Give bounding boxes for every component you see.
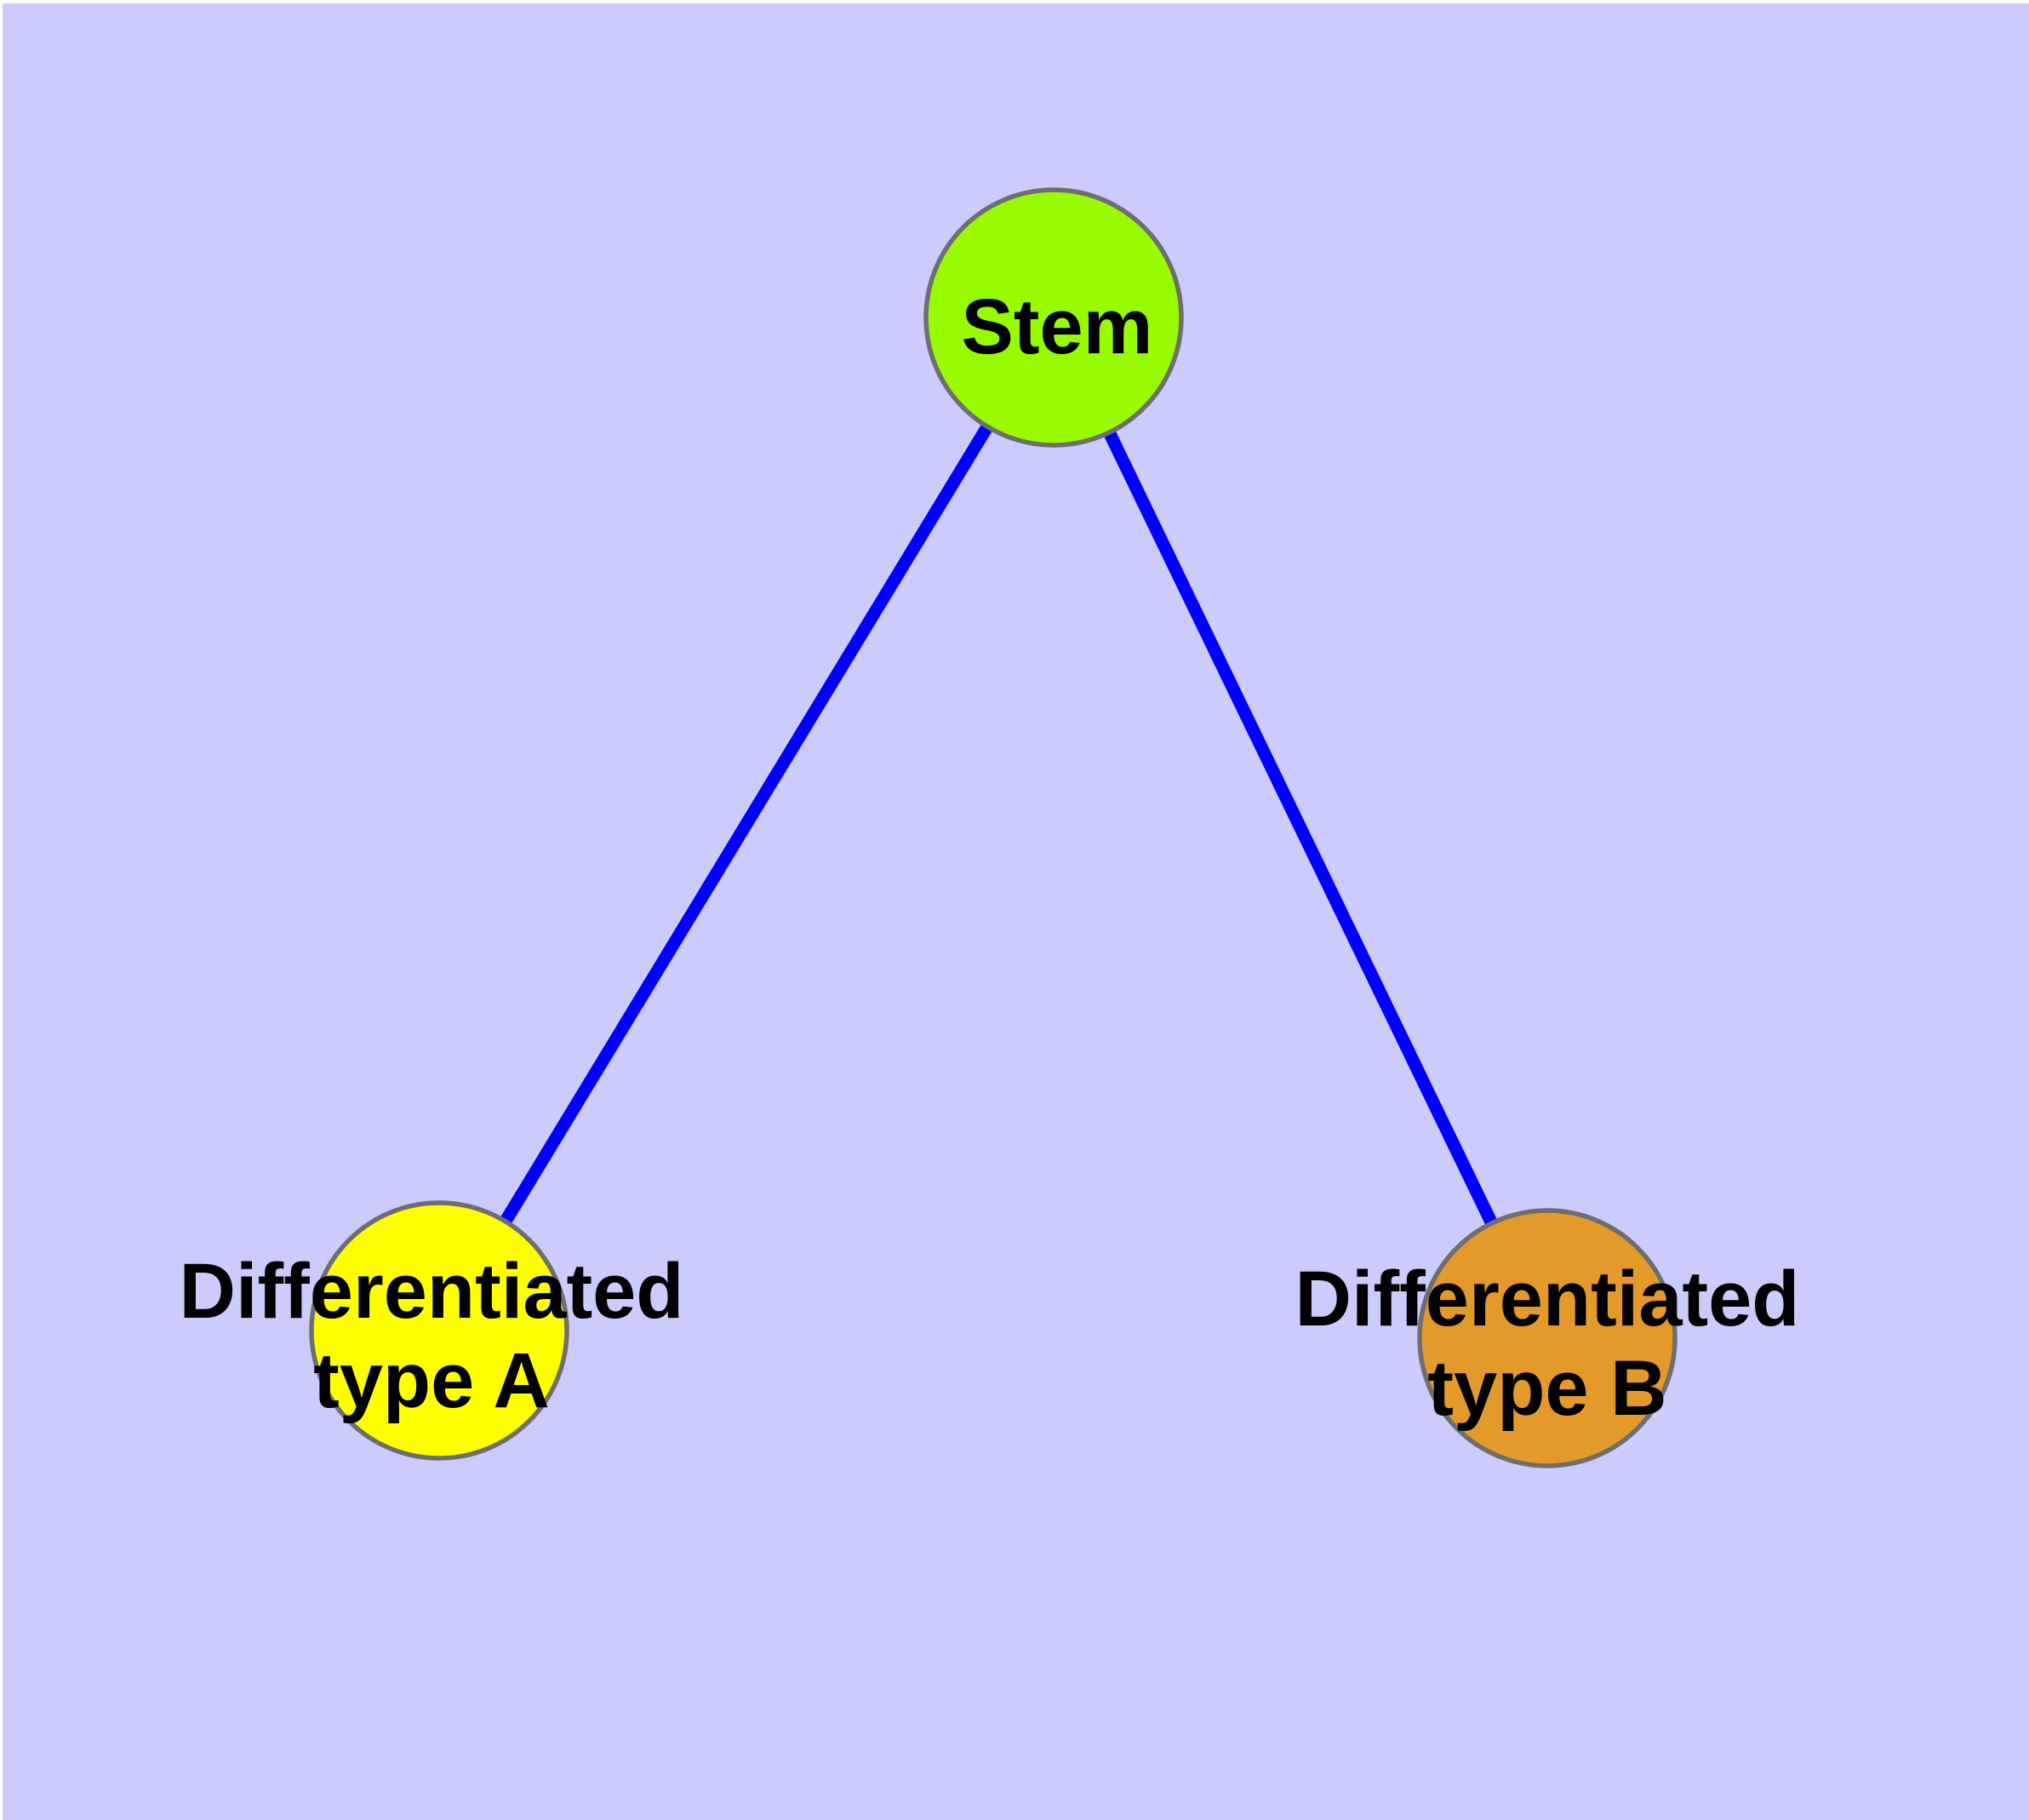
graph-svg: Stem Differentiated type A Differentiate… [3,3,2029,1820]
node-differentiated-type-b [1417,1208,1677,1468]
edge-stem-to-type-b [1048,314,1553,1342]
diagram-canvas: Stem Differentiated type A Differentiate… [3,3,2029,1820]
node-type-a-label-line2: type A [313,1337,550,1424]
node-differentiated-type-a [309,1200,569,1461]
node-stem-label: Stem [962,283,1153,370]
node-type-a-label-line1: Differentiated [180,1248,684,1335]
node-type-b-label-line2: type B [1427,1345,1666,1432]
node-stem [923,187,1184,448]
edge-stem-to-type-a [433,314,1060,1334]
node-type-b-label-line1: Differentiated [1295,1256,1800,1342]
